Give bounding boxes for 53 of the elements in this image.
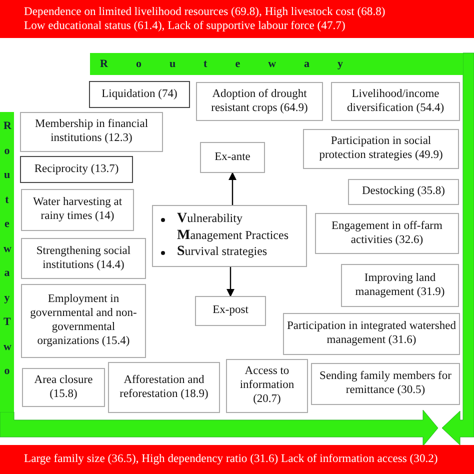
practice-box xyxy=(226,359,308,413)
practice-label: Reciprocity (13.7) xyxy=(34,162,119,176)
problem-banner xyxy=(0,445,474,474)
practice-box xyxy=(200,142,265,173)
practice-label: Sending family members for remittance (30.5) xyxy=(318,370,452,398)
practice-label: Water harvesting at rainy times (14) xyxy=(32,196,124,224)
practice-label: Participation in integrated watershed management (31.6) xyxy=(287,320,456,348)
routeway-label: Routeway xyxy=(100,58,372,70)
block-arrow xyxy=(442,52,474,446)
practice-box xyxy=(89,81,190,108)
practice-box xyxy=(283,313,460,355)
practice-box xyxy=(21,284,146,358)
constraint-text: Dependence on limited livelihood resources (69.8), High livestock cost (68.8) xyxy=(24,4,386,19)
central-box xyxy=(152,205,307,267)
practice-box xyxy=(348,179,459,205)
practice-box xyxy=(303,129,459,169)
practice-box xyxy=(108,362,220,413)
practice-label: Access to information (20.7) xyxy=(238,365,296,407)
practice-label: Employment in governmental and non-governmental organizations (15.4) xyxy=(29,293,138,349)
practice-label: Improving land management (31.9) xyxy=(354,272,446,300)
routeway-band xyxy=(90,53,463,75)
practice-box xyxy=(311,363,460,405)
practice-box xyxy=(22,368,105,407)
practice-box xyxy=(341,264,459,307)
practice-box xyxy=(331,82,460,121)
practice-box xyxy=(21,238,146,279)
practice-label: Liquidation (74) xyxy=(102,88,178,102)
practice-label: Destocking (35.8) xyxy=(362,185,446,199)
constraint-text: Low educational status (61.4), Lack of supportive labour force (47.7) xyxy=(24,19,346,34)
practice-box xyxy=(20,112,163,152)
routeway-label: Routeway Two xyxy=(4,119,10,379)
arrow xyxy=(228,172,236,205)
practice-label: Livelihood/income diversification (54.4) xyxy=(346,88,446,116)
practice-box xyxy=(195,296,266,326)
practice-label: Participation in social protection strategies (49.9) xyxy=(318,135,444,163)
practice-label: Strengthening social institutions (14.4) xyxy=(35,244,132,272)
block-arrow xyxy=(0,410,438,446)
practice-box xyxy=(315,213,459,254)
bullet-text: Survival strategies xyxy=(177,244,268,262)
practice-label: Engagement in off-farm activities (32.6) xyxy=(330,220,444,248)
problem-banner xyxy=(0,0,474,38)
practice-label: Afforestation and reforestation (18.9) xyxy=(118,374,210,402)
constraint-text: Large family size (36.5), High dependency ratio (31.6) Lack of information access (30.2) xyxy=(24,452,439,467)
practice-label: Membership in financial institutions (12.3) xyxy=(34,118,150,146)
practice-box xyxy=(21,189,134,231)
practice-label: Ex-post xyxy=(212,304,248,318)
routeway-band xyxy=(0,112,14,412)
practice-box xyxy=(20,156,133,183)
practice-box xyxy=(196,82,323,121)
practice-label: Area closure (15.8) xyxy=(33,374,94,402)
practice-label: Ex-ante xyxy=(214,150,250,164)
arrow xyxy=(226,267,234,297)
practice-label: Adoption of drought resistant crops (64.9) xyxy=(210,88,309,116)
